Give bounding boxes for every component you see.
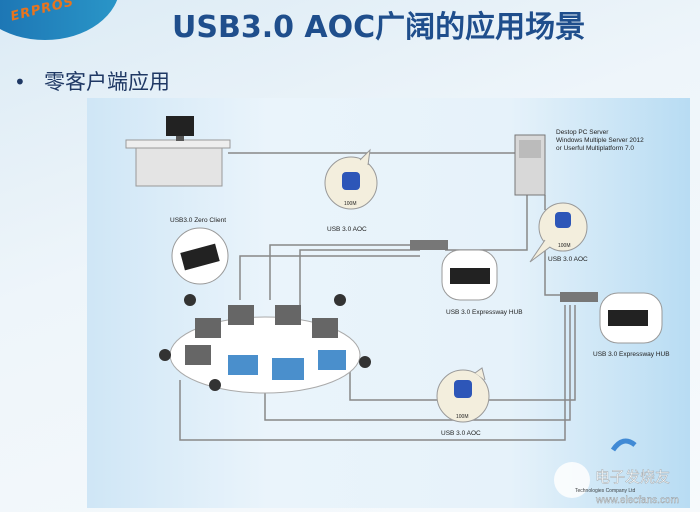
aoc-bubble-3: 100M (436, 367, 490, 423)
server-tower-icon (514, 134, 546, 196)
aoc-badge-2: 100M (558, 243, 571, 249)
hub-label-1: USB 3.0 Expressway HUB (446, 309, 523, 316)
workstation-table-icon (159, 294, 371, 394)
expressway-hub-bubble-1 (441, 249, 498, 301)
bullet-marker: • (14, 70, 26, 94)
aoc-badge-1: 100M (344, 201, 357, 207)
watermark-brand: 电子发烧友 (595, 469, 670, 486)
aoc-bubble-2: 100M (529, 202, 588, 263)
aoc-label-1: USB 3.0 AOC (327, 226, 367, 233)
zero-client-diagram: Destop PC Server Windows Multiple Server… (87, 98, 690, 508)
hub-switch-icon-2 (560, 292, 598, 302)
server-label-1: Destop PC Server (556, 129, 609, 136)
watermark-url: www.elecfans.com (595, 495, 679, 506)
connection-lines (179, 152, 576, 441)
aoc-label-2: USB 3.0 AOC (548, 256, 588, 263)
server-label-3: or Userful Multiplatform 7.0 (556, 145, 634, 152)
aoc-label-3: USB 3.0 AOC (441, 430, 481, 437)
zero-client-bubble (171, 227, 229, 285)
hub-label-2: USB 3.0 Expressway HUB (593, 351, 670, 358)
company-logo: ERPROS (0, 0, 120, 40)
hub-switch-icon-1 (410, 240, 448, 250)
zero-client-label: USB3.0 Zero Client (170, 217, 226, 224)
elecfans-watermark: 电子发烧友 Technologies Company Ltd www.elecf… (554, 438, 679, 506)
logo-text: ERPROS (9, 0, 76, 25)
aoc-badge-3: 100M (456, 414, 469, 420)
desk-with-monitor-icon (125, 116, 231, 187)
aoc-bubble-1: 100M (324, 148, 378, 210)
server-label-2: Windows Multiple Server 2012 (556, 137, 644, 144)
slide-title: USB3.0 AOC广阔的应用场景 (172, 10, 586, 45)
watermark-company: Technologies Company Ltd (575, 488, 636, 494)
expressway-hub-bubble-2 (599, 292, 663, 344)
bullet-text: 零客户端应用 (44, 70, 170, 94)
